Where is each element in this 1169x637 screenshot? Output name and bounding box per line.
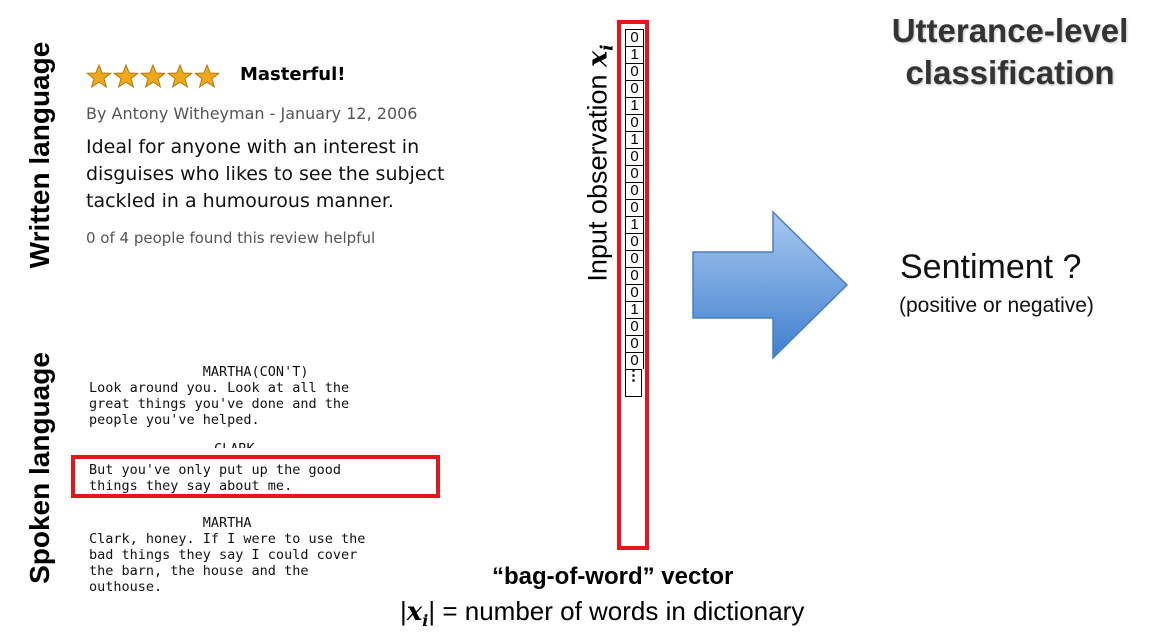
script-block-martha-1: MARTHA(CON'T) Look around you. Look at a… [89, 364, 350, 428]
polarity-label: (positive or negative) [899, 294, 1094, 317]
star-icon [194, 64, 220, 88]
vector-ellipsis: ⋮ [625, 368, 642, 397]
vector-cell: 0 [625, 233, 644, 250]
review-byline: By Antony Witheyman - January 12, 2006 [86, 104, 418, 123]
observation-symbol: x [582, 50, 614, 67]
star-icon [86, 64, 112, 88]
heading-line-2: classification [905, 54, 1115, 91]
dict-suffix: | = number of words in dictionary [428, 596, 805, 626]
vector-cell: 0 [625, 267, 644, 284]
sentiment-label: Sentiment ? [900, 248, 1082, 286]
script-block-martha-2: MARTHA Clark, honey. If I were to use th… [89, 515, 366, 595]
star-rating [86, 64, 220, 88]
vector-cell: 0 [625, 114, 644, 131]
dict-subscript: i [422, 611, 429, 631]
vector-cell: 0 [625, 335, 644, 352]
vector-cell: 0 [625, 199, 644, 216]
vector-cell: 1 [625, 216, 644, 233]
vector-cell: 0 [625, 148, 644, 165]
heading-line-1: Utterance-level [891, 12, 1129, 49]
review-title: Masterful! [240, 64, 346, 85]
vector-cell: 0 [625, 80, 644, 97]
star-icon [113, 64, 139, 88]
vector-cell: 0 [625, 29, 644, 46]
spoken-language-label: Spoken language [24, 352, 55, 584]
vector-cell: 0 [625, 318, 644, 335]
right-arrow-icon [692, 210, 849, 360]
star-icon [167, 64, 193, 88]
vector-cell: 1 [625, 301, 644, 318]
bag-of-word-caption: “bag-of-word” vector [492, 563, 734, 590]
input-observation-label: Input observation xi [582, 44, 617, 281]
vector-cell: 1 [625, 131, 644, 148]
observation-label-text: Input observation [582, 74, 613, 282]
vector-cell: 0 [625, 284, 644, 301]
vector-cell: 1 [625, 46, 644, 63]
dict-symbol: x [406, 597, 423, 627]
vector-cell: 0 [625, 182, 644, 199]
vector-cell: 0 [625, 352, 644, 369]
script-highlighted-utterance: But you've only put up the good things t… [89, 462, 341, 494]
highlight-box [71, 455, 440, 498]
vector-cell: 0 [625, 165, 644, 182]
review-body: Ideal for anyone with an interest in dis… [86, 136, 445, 212]
dictionary-size-caption: |xi| = number of words in dictionary [400, 596, 804, 631]
vector-cell: 0 [625, 63, 644, 80]
star-icon [140, 64, 166, 88]
review-helpful-count: 0 of 4 people found this review helpful [86, 229, 376, 247]
dict-prefix: | [400, 596, 407, 626]
vector-cell: 0 [625, 250, 644, 267]
vector-cell: 1 [625, 97, 644, 114]
utterance-level-heading: Utterance-level classification [855, 10, 1165, 94]
script-speaker-clark: CLARK [214, 441, 255, 457]
observation-subscript: i [597, 44, 618, 51]
written-language-label: Written language [24, 41, 55, 269]
